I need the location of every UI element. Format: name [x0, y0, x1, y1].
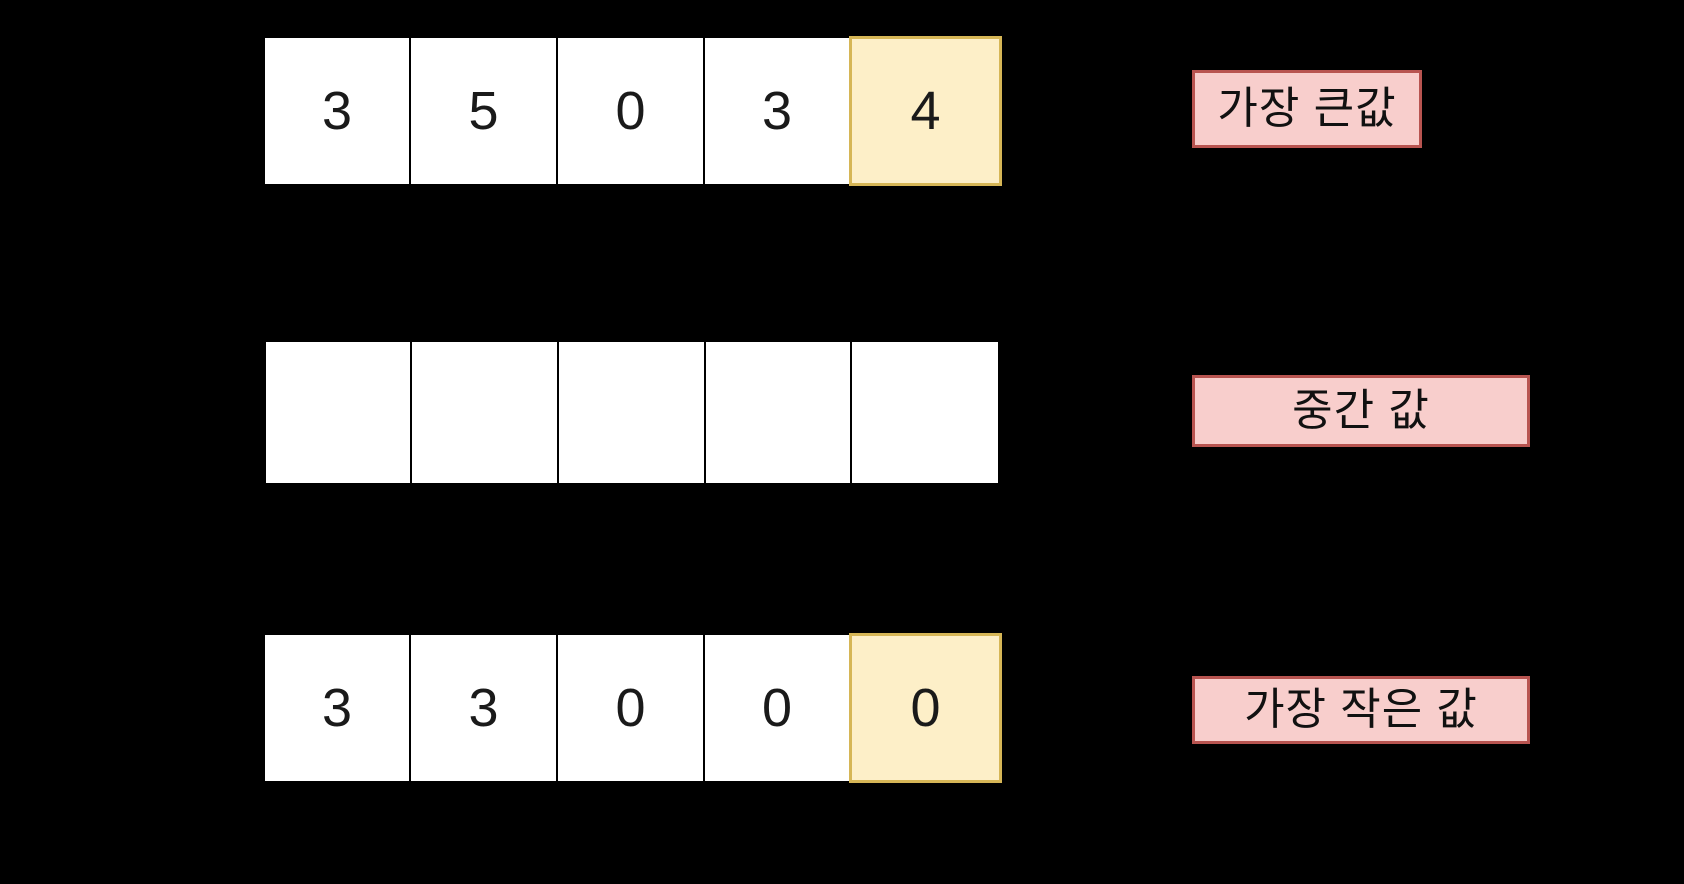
- top-array-cell-2[interactable]: 0: [556, 36, 705, 186]
- top-array-cell-4-highlighted[interactable]: 4: [849, 36, 1002, 186]
- top-array-cell-3[interactable]: 3: [703, 36, 851, 186]
- middle-array-cell-0[interactable]: [264, 340, 412, 485]
- middle-array-row: [264, 340, 1000, 485]
- middle-array-cell-1[interactable]: [410, 340, 559, 485]
- top-array-row: 3 5 0 3 4: [263, 36, 1002, 186]
- bottom-array-cell-2[interactable]: 0: [556, 633, 705, 783]
- middle-array-cell-2[interactable]: [557, 340, 706, 485]
- label-middle-value: 중간 값: [1192, 375, 1530, 447]
- bottom-array-cell-1[interactable]: 3: [409, 633, 558, 783]
- label-largest-value: 가장 큰값: [1192, 70, 1422, 148]
- middle-array-cell-4[interactable]: [850, 340, 1000, 485]
- top-array-cell-1[interactable]: 5: [409, 36, 558, 186]
- label-smallest-value: 가장 작은 값: [1192, 676, 1530, 744]
- bottom-array-cell-3[interactable]: 0: [703, 633, 851, 783]
- top-array-cell-0[interactable]: 3: [263, 36, 411, 186]
- bottom-array-row: 3 3 0 0 0: [263, 633, 1002, 783]
- bottom-array-cell-0[interactable]: 3: [263, 633, 411, 783]
- middle-array-cell-3[interactable]: [704, 340, 852, 485]
- bottom-array-cell-4-highlighted[interactable]: 0: [849, 633, 1002, 783]
